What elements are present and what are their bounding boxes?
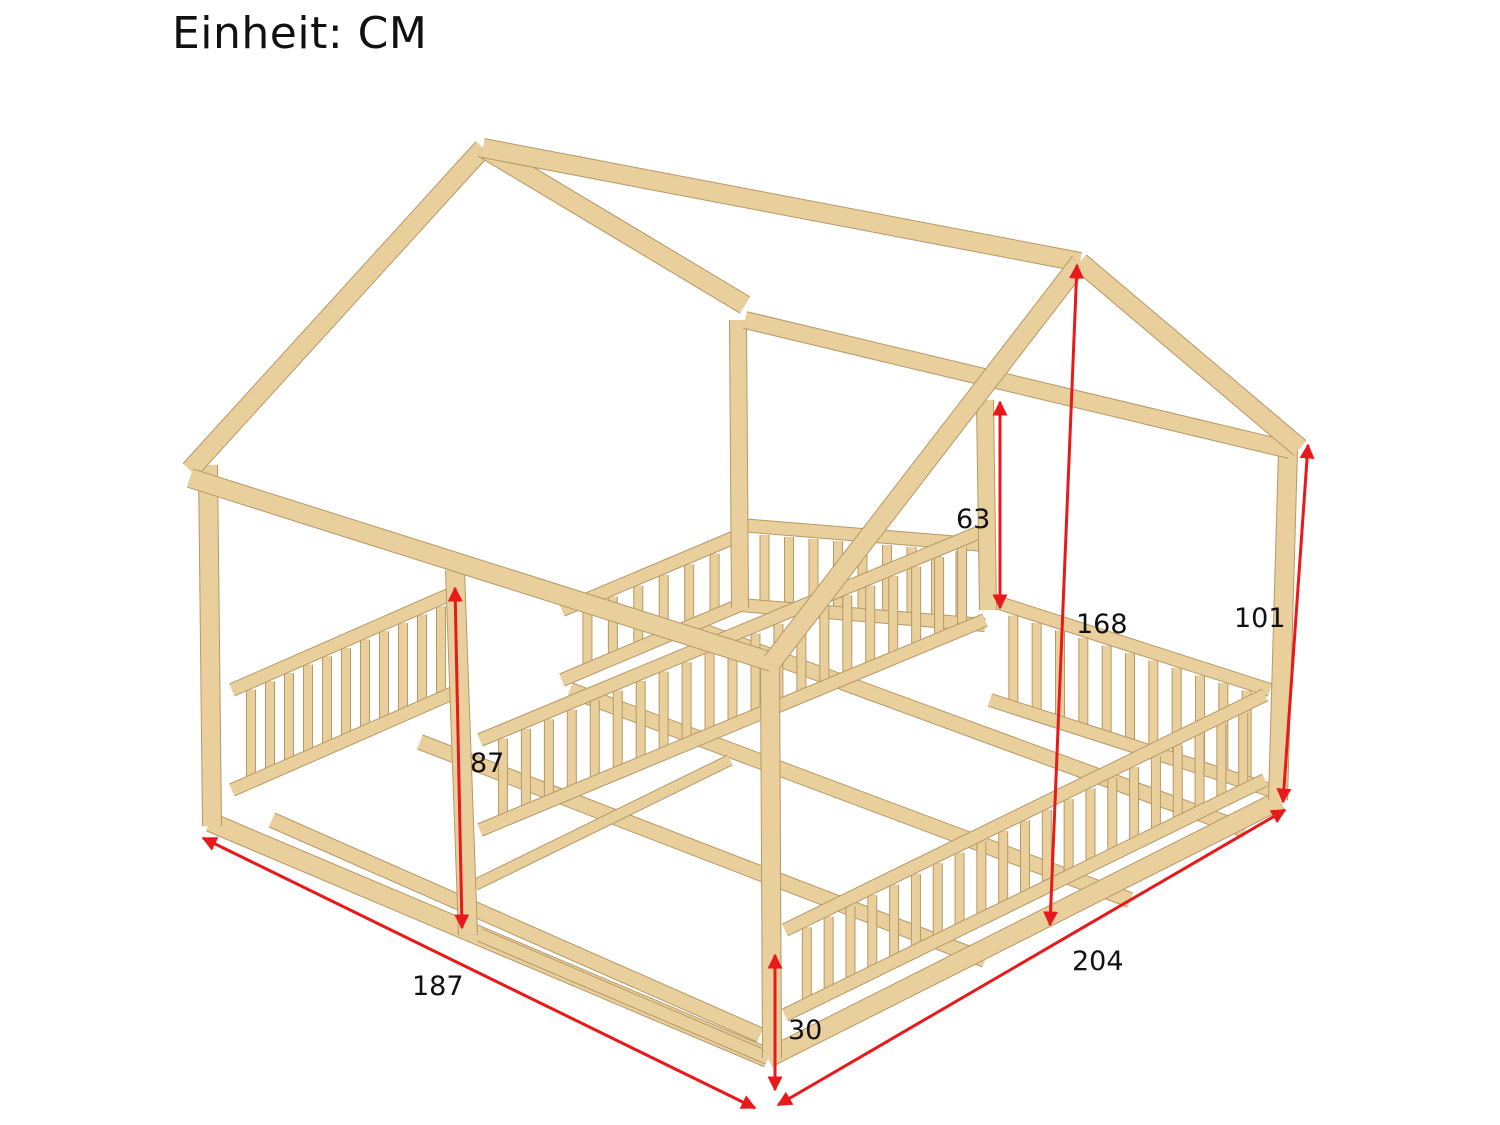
- roof-left-front: [182, 141, 491, 477]
- arrow-width-187: [201, 836, 757, 1110]
- label-total-height-168: 168: [1076, 609, 1128, 640]
- base-divider: [477, 928, 771, 1065]
- label-width-187: 187: [412, 971, 464, 1002]
- roof-back-beam: [742, 311, 1293, 459]
- back-middle-post: [729, 319, 749, 609]
- unit-title: Einheit: CM: [172, 8, 428, 59]
- roof-left-back: [477, 139, 751, 314]
- back-left-rail-bottom-rail: [559, 598, 743, 687]
- left-rail-bottom-rail: [229, 683, 463, 797]
- roof-ridge: [481, 138, 1082, 272]
- front-right-post: [760, 659, 782, 1059]
- roof-front-eave: [186, 468, 776, 672]
- label-depth-204: 204: [1072, 946, 1124, 977]
- dimension-arrows: [201, 263, 1315, 1110]
- arrow-total-height-168: [1043, 263, 1084, 927]
- label-door-height-87: 87: [470, 748, 504, 779]
- label-wall-height-101: 101: [1234, 603, 1286, 634]
- front-left-post: [198, 464, 222, 827]
- label-rail-height-30: 30: [788, 1015, 822, 1046]
- left-rail-top-rail: [229, 583, 463, 697]
- arrow-depth-204: [776, 808, 1287, 1107]
- roof-right-front: [764, 255, 1088, 669]
- house-bed-frame: [182, 138, 1307, 1068]
- arrow-wall-height-101: [1276, 443, 1315, 804]
- middle-rail-top-rail: [477, 523, 988, 747]
- arrow-door-height-87: [447, 586, 470, 930]
- label-roof-height-63: 63: [956, 504, 990, 535]
- middle-rail-bottom-rail: [477, 613, 988, 837]
- back-right-post: [976, 399, 997, 611]
- right-back-rail-top-rail: [987, 593, 1273, 697]
- roof-right-back: [1073, 254, 1307, 456]
